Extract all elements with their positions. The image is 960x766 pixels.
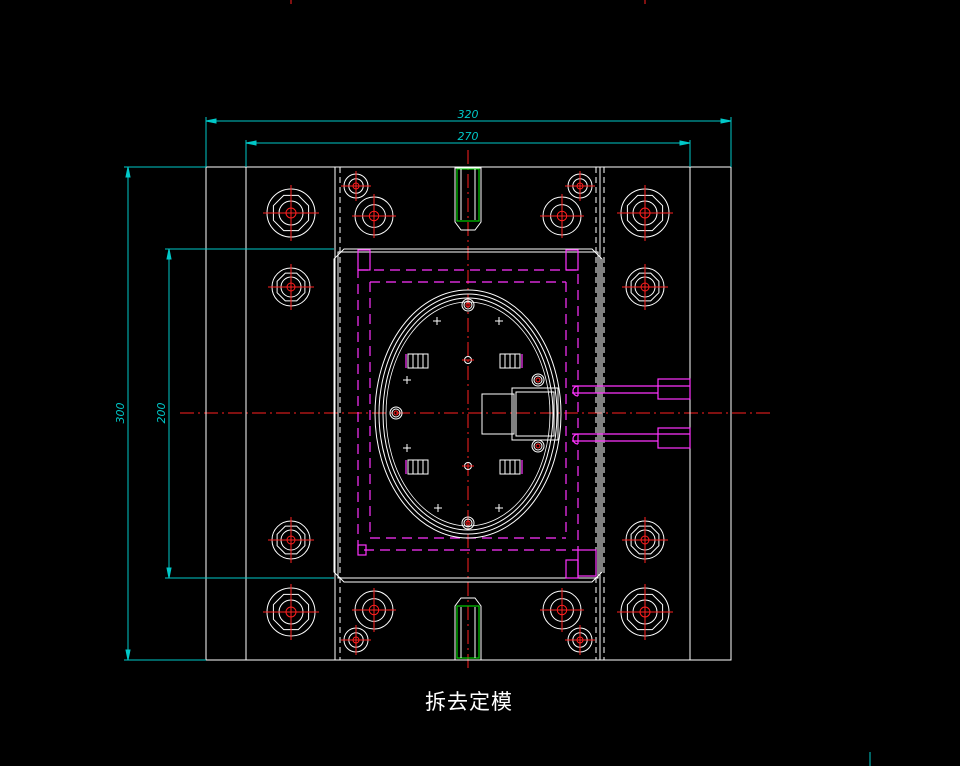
bolt-bottom-right	[617, 584, 673, 640]
guide-pin-bottom	[456, 605, 480, 659]
cavity	[374, 289, 562, 539]
bolt-inner-top-right	[540, 194, 584, 238]
bolt-left-upper	[268, 264, 314, 310]
cooling-connector-bottom	[657, 427, 691, 449]
dim-plate-height: 200	[155, 403, 168, 424]
bolt-left-lower	[268, 517, 314, 563]
rim-screws	[389, 298, 545, 530]
screw-top-left	[341, 171, 371, 201]
dim-overall-height: 300	[114, 403, 127, 424]
dim-outer-width: 320	[458, 108, 479, 121]
cavity-outer-outline	[374, 289, 562, 539]
drawing-caption: 拆去定模	[425, 690, 513, 714]
bolt-inner-top-left	[352, 194, 396, 238]
dim-inner-width: 270	[458, 130, 479, 143]
cooling-connector-top	[657, 378, 691, 400]
bolt-top-right	[617, 185, 673, 241]
guide-pin-top	[456, 168, 480, 222]
bolts	[263, 171, 673, 655]
guide-pins	[454, 167, 482, 661]
centerlines	[180, 0, 770, 670]
bolt-bottom-left	[263, 584, 319, 640]
bolt-top-left	[263, 185, 319, 241]
slot-blocks	[407, 353, 521, 475]
bolt-right-upper	[622, 264, 668, 310]
bolt-inner-bottom-left	[352, 588, 396, 632]
screw-bottom-right	[565, 625, 595, 655]
bolt-right-lower	[622, 517, 668, 563]
dimensions	[124, 117, 732, 661]
screw-bottom-left	[341, 625, 371, 655]
ejector-marks	[403, 317, 503, 512]
gate-block	[481, 393, 515, 435]
bolt-inner-bottom-right	[540, 588, 584, 632]
screw-top-right	[565, 171, 595, 201]
